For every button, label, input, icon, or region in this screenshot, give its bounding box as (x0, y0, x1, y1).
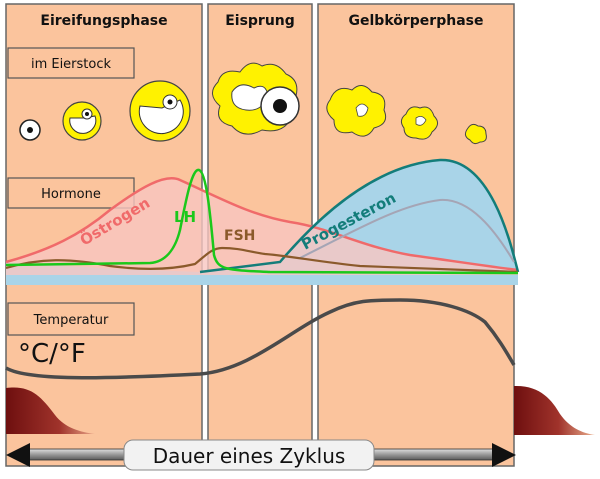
ovary-label: im Eierstock (31, 57, 112, 72)
corpus-luteum-medium (400, 106, 438, 140)
cycle-duration-label: Dauer eines Zyklus (153, 444, 346, 468)
lh-curve (5, 168, 519, 275)
phase-title-luteal: Gelbkörperphase (349, 13, 484, 29)
fsh-curve (5, 246, 519, 274)
progesterone-inner-curve (299, 198, 515, 263)
follicle-medium (62, 101, 102, 141)
corpus-luteum-large (326, 85, 387, 137)
phase-title-follicular: Eireifungsphase (40, 13, 167, 29)
fsh-label: FSH (224, 228, 255, 244)
progesterone-curve (199, 158, 520, 274)
temperature-label: Temperatur (33, 313, 109, 328)
corpus-luteum-small (464, 123, 487, 145)
follicle-small (19, 119, 41, 141)
menstruation-right (514, 385, 595, 435)
follicle-large (129, 80, 191, 142)
temperature-label-box (7, 302, 135, 336)
estrogen-curve (5, 177, 519, 272)
hormones-label: Hormone (41, 187, 101, 202)
phase-title-ovulation: Eisprung (225, 13, 295, 29)
temperature-unit: °C/°F (18, 339, 86, 369)
cycle-duration-label-box (123, 439, 375, 471)
temperature-curve (5, 298, 516, 380)
lh-label: LH (174, 208, 196, 226)
ovary-label-box (7, 47, 135, 79)
menstruation-left (6, 387, 95, 434)
ovulating-follicle (212, 62, 300, 135)
hormones-label-box (7, 177, 135, 209)
